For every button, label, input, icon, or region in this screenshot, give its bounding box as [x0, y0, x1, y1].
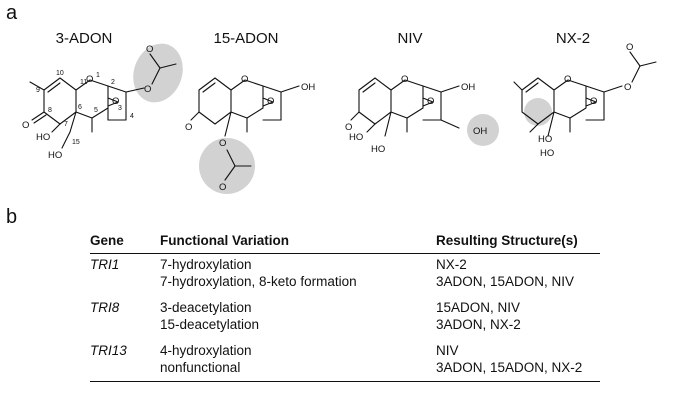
table-bottom-rule	[90, 381, 600, 382]
panel-a-label: a	[6, 2, 18, 24]
svg-text:O: O	[86, 74, 93, 85]
variation-cell: 4-hydroxylation	[160, 343, 252, 358]
structure-3adon: O O O O O HO HO 10 9 8 7 6 5 11 1 2 3 4 …	[22, 43, 183, 161]
variation-cell: 3-deacetylation	[160, 300, 252, 315]
header-functional-variation: Functional Variation	[160, 233, 290, 248]
svg-text:O: O	[144, 84, 151, 95]
svg-text:OH: OH	[461, 82, 475, 93]
svg-text:HO: HO	[538, 134, 552, 145]
structure-niv: O O O OH OH HO HO	[345, 74, 499, 155]
chemical-structures: O O O O O HO HO 10 9 8 7 6 5 11 1 2 3 4 …	[22, 42, 657, 194]
svg-text:10: 10	[56, 70, 64, 77]
structure-15adon: O O O OH O O	[185, 74, 315, 194]
structure-nx2: O O O O HO HO	[513, 42, 657, 159]
svg-text:2: 2	[111, 79, 115, 86]
svg-text:O: O	[624, 82, 631, 93]
highlight-15-acetyl	[199, 138, 255, 194]
variation-cell: 15-deacetylation	[160, 317, 260, 332]
highlight-8-position	[524, 98, 552, 126]
gene-name: TRI13	[90, 343, 127, 358]
svg-text:3: 3	[118, 105, 122, 112]
svg-text:O: O	[401, 74, 408, 85]
svg-text:O: O	[241, 74, 248, 85]
svg-text:O: O	[146, 44, 153, 55]
svg-text:O: O	[267, 96, 274, 107]
table-row: TRI8 3-deacetylation 15ADON, NIV	[90, 300, 600, 317]
svg-text:HO: HO	[48, 150, 62, 161]
svg-text:O: O	[345, 122, 352, 133]
svg-text:O: O	[590, 96, 597, 107]
svg-text:5: 5	[94, 107, 98, 114]
svg-text:HO: HO	[540, 148, 554, 159]
highlight-4-hydroxyl	[467, 114, 499, 146]
svg-text:O: O	[219, 138, 226, 149]
compound-name-niv: NIV	[397, 30, 423, 47]
gene-name: TRI8	[90, 300, 120, 315]
gene-function-table: Gene Functional Variation Resulting Stru…	[90, 233, 600, 382]
svg-text:4: 4	[130, 113, 134, 120]
svg-text:O: O	[626, 42, 633, 53]
svg-text:OH: OH	[473, 126, 487, 137]
svg-text:O: O	[219, 182, 226, 193]
structures-cell: 3ADON, 15ADON, NX-2	[436, 360, 583, 375]
svg-text:O: O	[564, 74, 571, 85]
compound-name-15adon: 15-ADON	[213, 30, 279, 47]
table-row: nonfunctional 3ADON, 15ADON, NX-2	[90, 360, 600, 377]
structures-cell: 3ADON, NX-2	[436, 317, 521, 332]
table-row: 7-hydroxylation, 8-keto formation 3ADON,…	[90, 274, 600, 291]
svg-text:O: O	[112, 96, 119, 107]
svg-text:6: 6	[78, 104, 82, 111]
structures-cell: NIV	[436, 343, 459, 358]
svg-text:O: O	[185, 122, 192, 133]
table-row: TRI13 4-hydroxylation NIV	[90, 343, 600, 360]
header-gene: Gene	[90, 233, 124, 248]
table-header: Gene Functional Variation Resulting Stru…	[90, 233, 600, 254]
gene-name: TRI1	[90, 257, 120, 272]
variation-cell: nonfunctional	[160, 360, 241, 375]
svg-text:O: O	[22, 120, 29, 131]
svg-text:11: 11	[80, 79, 87, 86]
structures-cell: 15ADON, NIV	[436, 300, 521, 315]
variation-cell: 7-hydroxylation	[160, 257, 252, 272]
structures-cell: 3ADON, 15ADON, NIV	[436, 274, 575, 289]
svg-text:O: O	[427, 96, 434, 107]
header-resulting-structures: Resulting Structure(s)	[436, 233, 578, 248]
compound-name-3adon: 3-ADON	[55, 30, 113, 47]
svg-text:HO: HO	[36, 132, 50, 143]
svg-text:8: 8	[48, 107, 52, 114]
svg-text:1: 1	[96, 72, 100, 79]
svg-text:15: 15	[72, 139, 80, 146]
svg-text:9: 9	[36, 87, 40, 94]
svg-text:7: 7	[64, 121, 68, 128]
structures-cell: NX-2	[436, 257, 467, 272]
compound-name-nx2: NX-2	[555, 30, 591, 47]
table-row: TRI1 7-hydroxylation NX-2	[90, 257, 600, 274]
variation-cell: 7-hydroxylation, 8-keto formation	[160, 274, 357, 289]
highlight-3-acetyl	[133, 43, 183, 103]
svg-text:HO: HO	[349, 132, 363, 143]
svg-text:OH: OH	[301, 82, 315, 93]
panel-b-label: b	[6, 206, 18, 228]
table-row: 15-deacetylation 3ADON, NX-2	[90, 317, 600, 334]
svg-text:HO: HO	[371, 144, 385, 155]
